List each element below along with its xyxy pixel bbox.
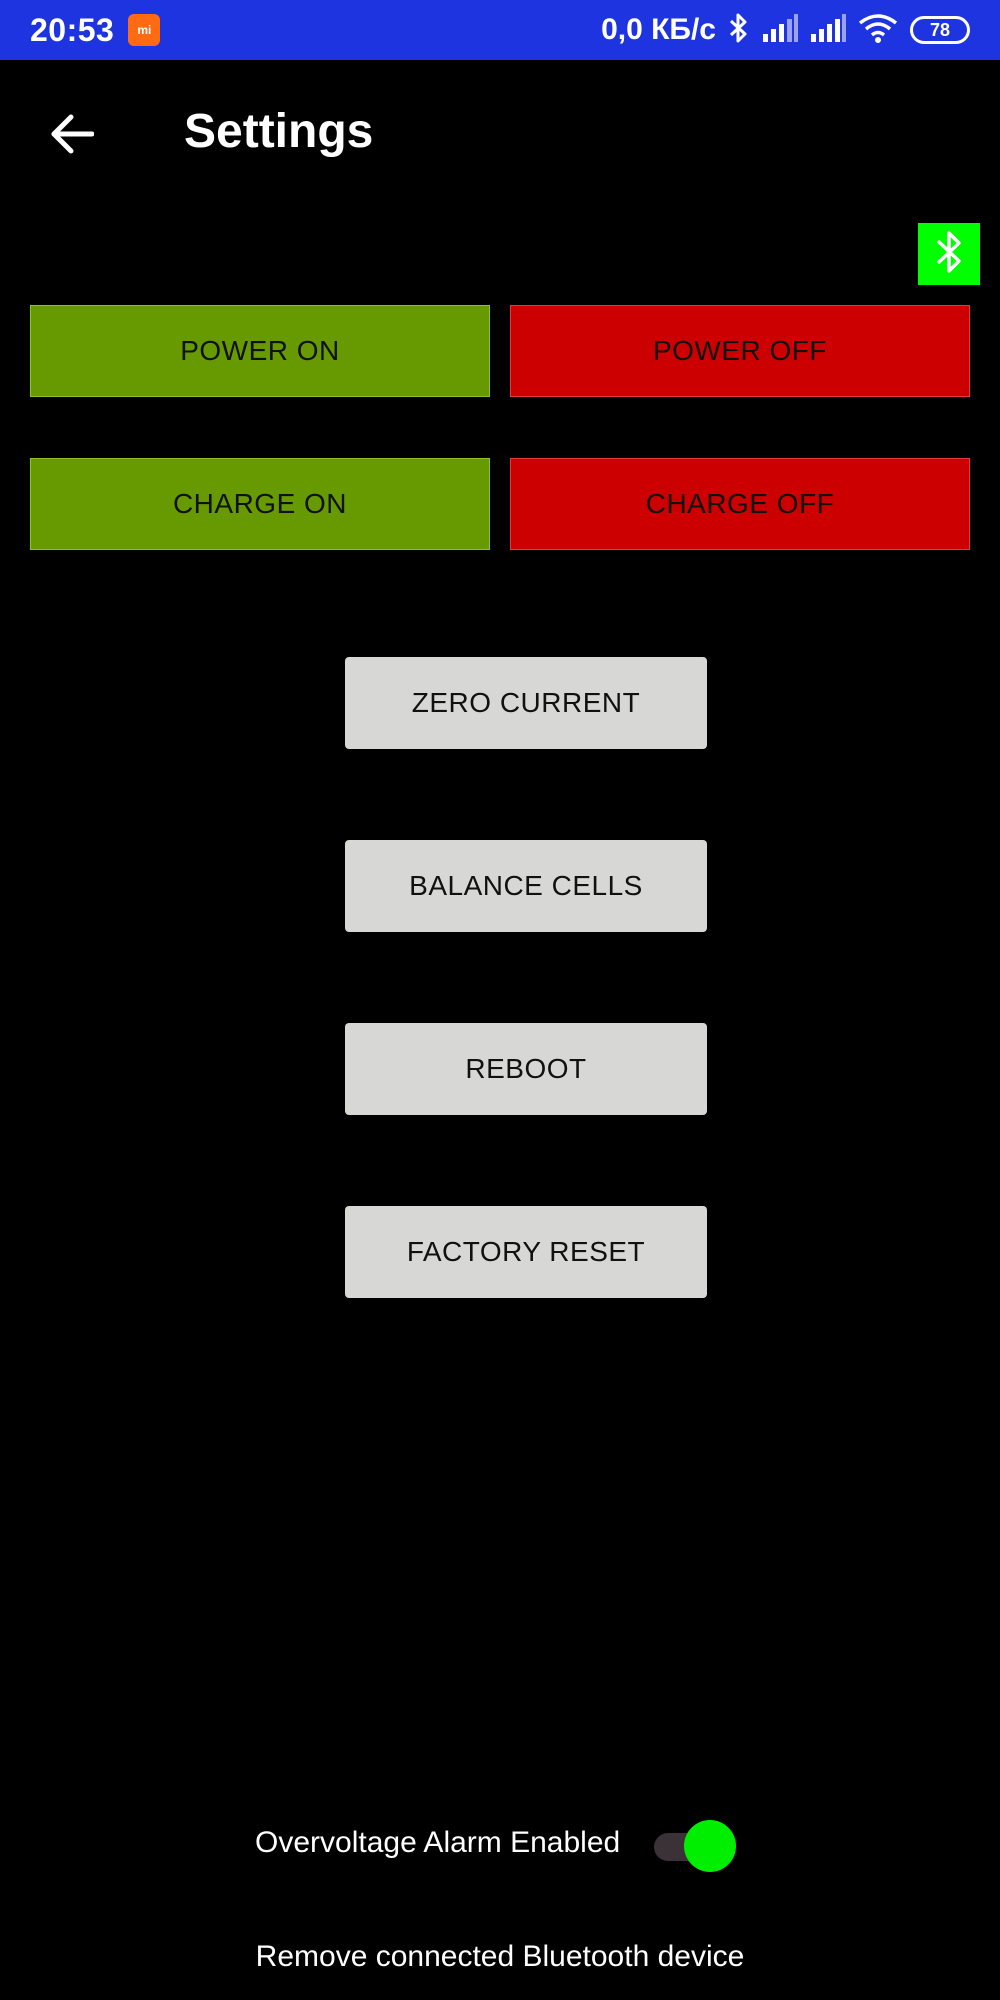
app-bar: Settings xyxy=(0,60,1000,210)
status-bar: 20:53 mi 0,0 КБ/с xyxy=(0,0,1000,60)
power-on-label: POWER ON xyxy=(180,335,340,366)
bluetooth-status-button[interactable] xyxy=(918,223,980,285)
reboot-label: REBOOT xyxy=(465,1053,587,1084)
factory-reset-label: FACTORY RESET xyxy=(406,1236,646,1267)
zero-current-label: ZERO CURRENT xyxy=(411,687,641,718)
mi-app-label: mi xyxy=(137,23,152,37)
remove-bluetooth-device-link[interactable]: Remove connected Bluetooth device xyxy=(255,1940,745,1973)
charge-off-button[interactable]: CHARGE OFF xyxy=(510,458,970,550)
zero-current-button[interactable]: ZERO CURRENT xyxy=(345,657,707,749)
balance-cells-label: BALANCE CELLS xyxy=(409,870,643,901)
charge-on-label: CHARGE ON xyxy=(172,488,348,519)
signal-icon xyxy=(762,13,798,47)
status-time: 20:53 xyxy=(30,11,115,48)
wifi-icon xyxy=(858,13,898,48)
charge-on-button[interactable]: CHARGE ON xyxy=(30,458,490,550)
page-title: Settings xyxy=(184,105,374,158)
power-off-label: POWER OFF xyxy=(652,335,828,366)
status-icons: 0,0 КБ/с xyxy=(601,12,970,49)
balance-cells-button[interactable]: BALANCE CELLS xyxy=(345,840,707,932)
overvoltage-alarm-label: Overvoltage Alarm Enabled xyxy=(255,1826,621,1859)
charge-off-label: CHARGE OFF xyxy=(645,488,835,519)
bluetooth-icon xyxy=(934,228,964,281)
battery-icon: 78 xyxy=(910,16,970,44)
power-off-button[interactable]: POWER OFF xyxy=(510,305,970,397)
factory-reset-button[interactable]: FACTORY RESET xyxy=(345,1206,707,1298)
overvoltage-alarm-toggle[interactable] xyxy=(654,1820,736,1872)
overvoltage-alarm-row: Overvoltage Alarm Enabled xyxy=(0,1818,1000,1874)
bluetooth-icon xyxy=(728,12,750,49)
back-button[interactable] xyxy=(44,108,100,164)
toggle-knob xyxy=(684,1820,736,1872)
reboot-button[interactable]: REBOOT xyxy=(345,1023,707,1115)
battery-level: 78 xyxy=(929,19,951,40)
mi-app-icon: mi xyxy=(128,14,161,46)
network-speed: 0,0 КБ/с xyxy=(601,13,716,46)
power-on-button[interactable]: POWER ON xyxy=(30,305,490,397)
arrow-left-icon xyxy=(50,114,95,159)
signal-icon xyxy=(810,13,846,47)
